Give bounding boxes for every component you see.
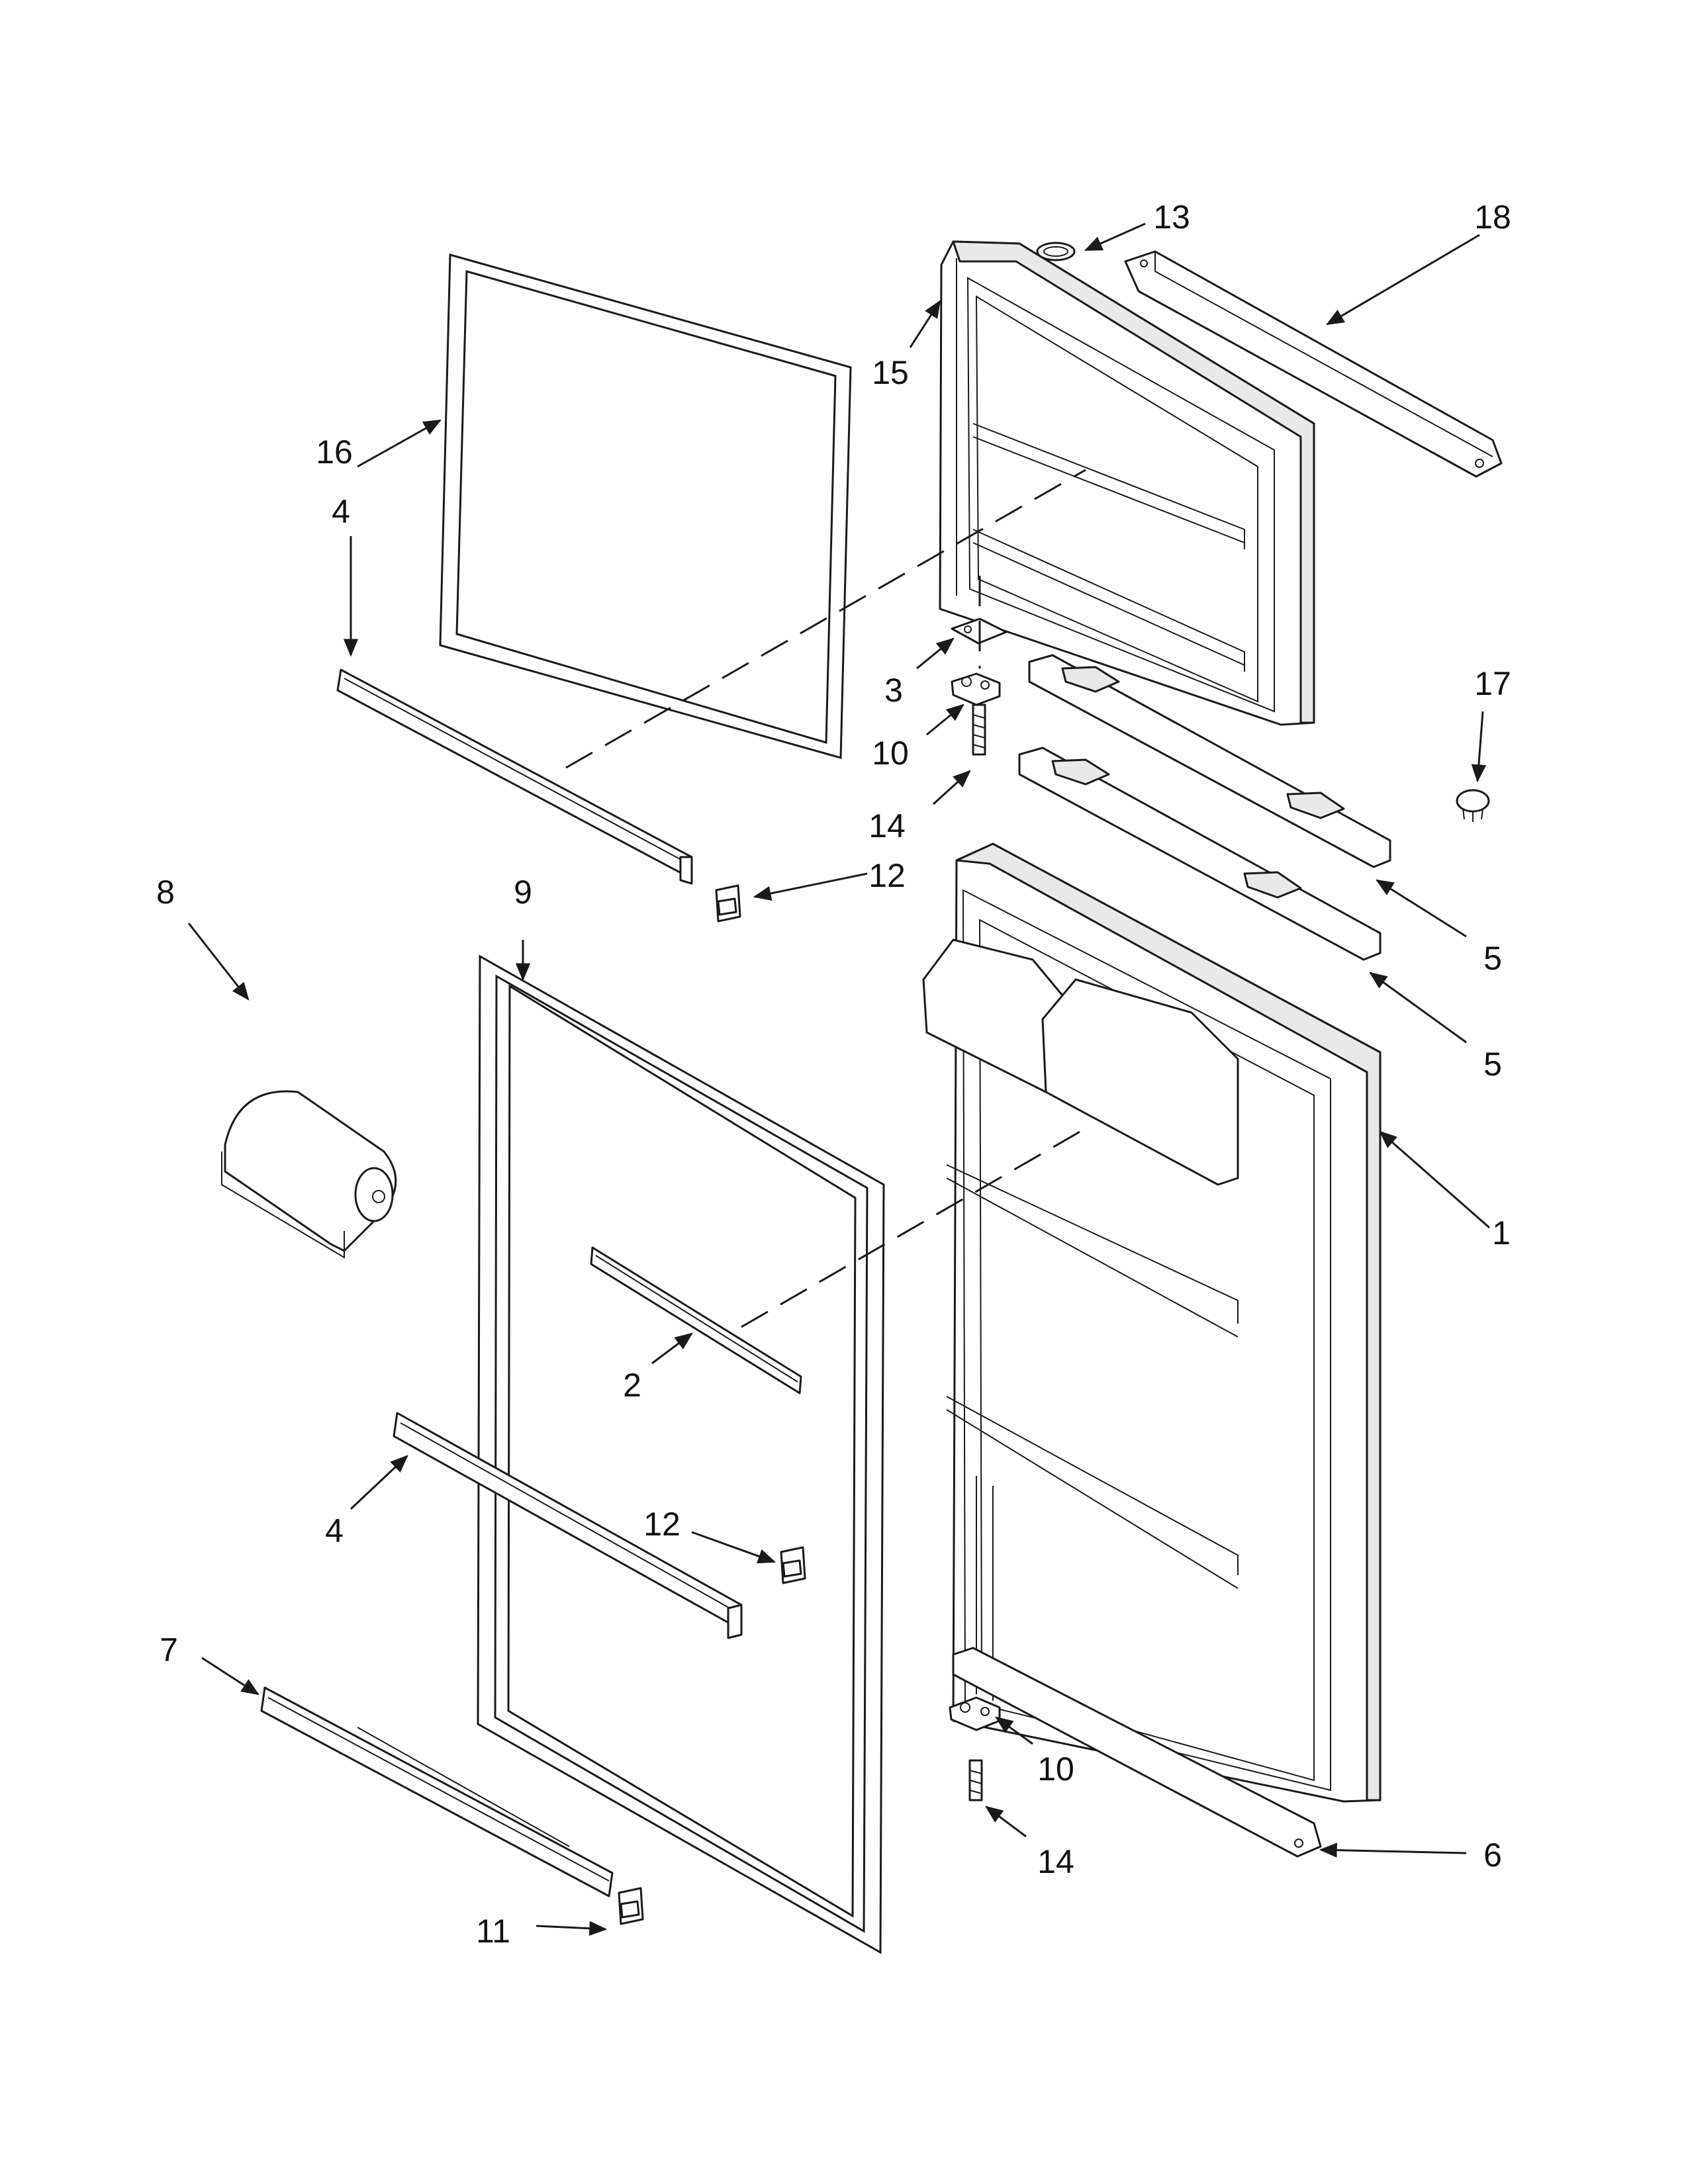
hinge-screw-lower (968, 1759, 983, 1801)
callout-16: 16 (316, 433, 353, 471)
callout-14-lower: 14 (1037, 1843, 1074, 1880)
callout-12-upper: 12 (868, 857, 906, 894)
callout-3: 3 (884, 672, 903, 709)
callout-10-upper: 10 (872, 735, 909, 772)
hinge-hole-plug (1036, 242, 1076, 261)
callout-labels: 1 2 3 4 4 5 5 6 7 8 9 10 10 11 12 12 13 … (156, 199, 1511, 1950)
callout-12-lower: 12 (643, 1506, 680, 1543)
callout-4-upper: 4 (332, 493, 350, 530)
callout-5-upper: 5 (1483, 940, 1502, 977)
fresh-food-door (922, 842, 1382, 1803)
freezer-shelf-trim (336, 668, 693, 885)
freezer-door-gasket (439, 253, 852, 759)
callout-14-upper: 14 (868, 807, 906, 844)
dairy-door (221, 1090, 397, 1259)
callout-10-lower: 10 (1037, 1751, 1074, 1788)
alignment-line-upper (565, 469, 1086, 769)
freezer-door-handle (1028, 654, 1391, 868)
fresh-food-door-gasket (477, 954, 885, 1954)
bottom-trim-clip (618, 1887, 644, 1925)
bottom-shelf-trim (260, 1686, 614, 1897)
shelf-trim-clip-lower (780, 1546, 806, 1584)
callout-13: 13 (1153, 199, 1190, 236)
callout-2: 2 (623, 1367, 641, 1404)
alignment-line-lower (741, 1127, 1086, 1328)
door-shelf-trim (590, 1246, 802, 1394)
hinge-screw-upper (972, 704, 986, 756)
callout-6: 6 (1483, 1837, 1502, 1874)
fresh-food-door-handle (1018, 747, 1382, 961)
callout-17: 17 (1474, 665, 1511, 702)
callout-5-lower: 5 (1483, 1046, 1502, 1083)
shelf-trim-clip-upper (715, 884, 741, 923)
callout-15: 15 (872, 354, 909, 391)
hole-plug (1456, 789, 1490, 822)
callout-11: 11 (476, 1913, 510, 1950)
callout-18: 18 (1474, 199, 1511, 236)
door-shelf-trim-lower (393, 1412, 743, 1639)
freezer-door-top-trim (1124, 250, 1503, 478)
hinge-upper (951, 672, 1001, 706)
callout-9: 9 (514, 874, 532, 911)
leader-lines (187, 222, 1490, 1936)
callout-4-lower: 4 (325, 1512, 344, 1549)
callout-7: 7 (160, 1631, 178, 1668)
callout-1: 1 (1492, 1214, 1511, 1251)
callout-8: 8 (156, 874, 175, 911)
